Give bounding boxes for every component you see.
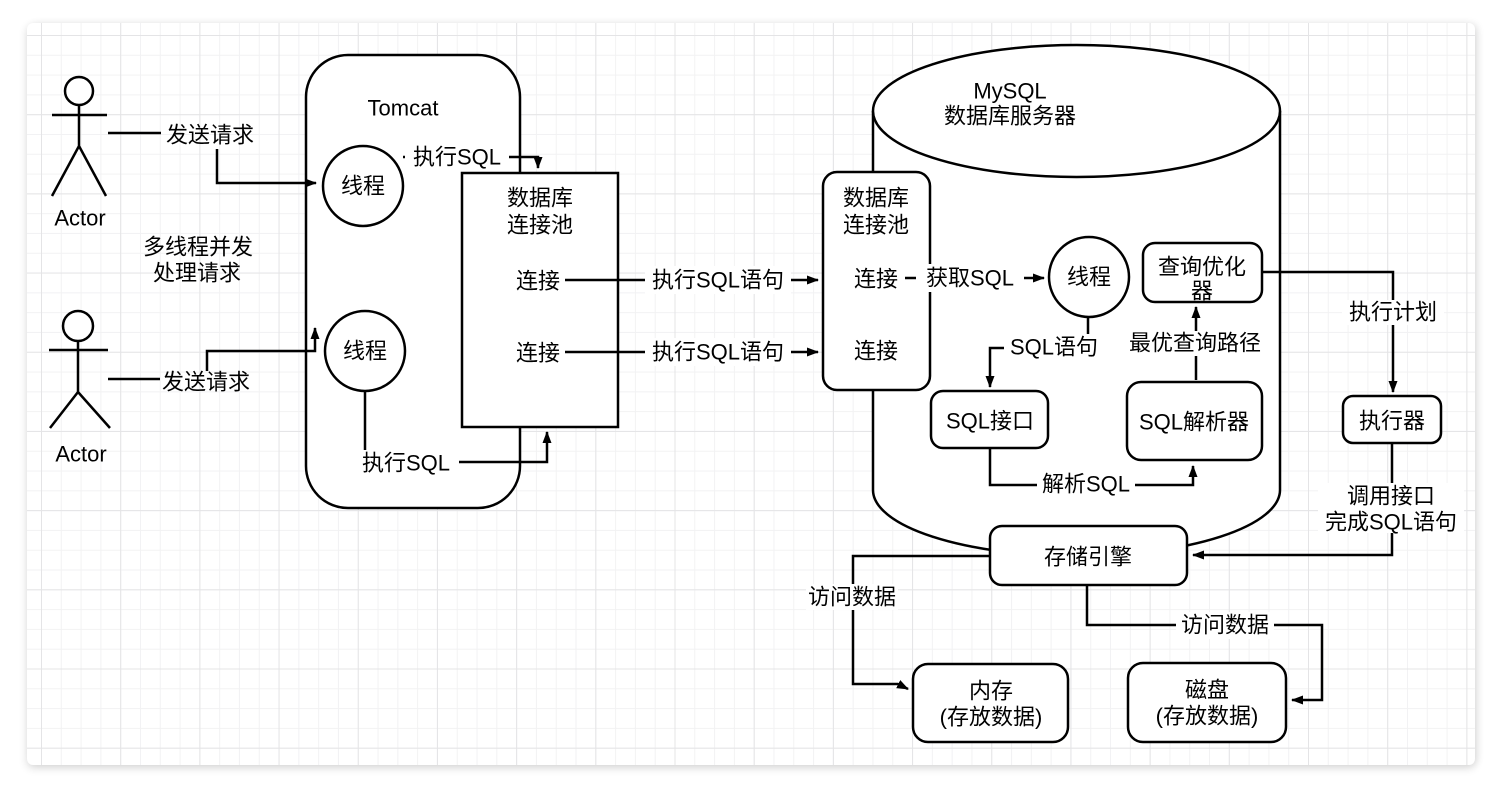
- query-optimizer-label-line2: 器: [1191, 279, 1213, 304]
- edge-label-backgrounds: [355, 144, 1464, 639]
- disk-label-line1: 磁盘: [1185, 678, 1229, 703]
- label-sql-stmt: SQL语句: [1010, 335, 1098, 360]
- pool-left-conn1-label: 连接: [516, 269, 560, 294]
- label-exec-sql-bottom: 执行SQL: [362, 451, 450, 476]
- actor-top-figure: [50, 75, 108, 197]
- edge-send-top-to-thread: [215, 149, 317, 188]
- query-optimizer-label-line1: 查询优化: [1158, 255, 1246, 280]
- sql-interface-label: SQL接口: [946, 409, 1034, 434]
- storage-engine-label: 存储引擎: [1044, 545, 1132, 570]
- mysql-title-line2: 数据库服务器: [944, 104, 1076, 129]
- label-exec-plan: 执行计划: [1349, 300, 1437, 325]
- label-send-request-top: 发送请求: [166, 123, 254, 148]
- pool-right-title-line1: 数据库: [843, 186, 909, 211]
- edge-labels: 发送请求 发送请求 多线程并发 处理请求 执行SQL 执行SQL 执行SQL语句…: [143, 123, 1457, 638]
- label-parse-sql: 解析SQL: [1042, 472, 1130, 497]
- label-get-sql: 获取SQL: [926, 266, 1014, 291]
- tomcat-thread-top-label: 线程: [341, 174, 385, 199]
- label-best-query-path: 最优查询路径: [1129, 331, 1261, 356]
- edge-send-bottom-to-thread: [205, 327, 320, 371]
- label-exec-sql-stmt-top: 执行SQL语句: [652, 268, 784, 293]
- pool-right-conn2-label: 连接: [854, 339, 898, 364]
- pool-right-title-line2: 连接池: [843, 213, 909, 238]
- actor-bottom-figure: [49, 309, 111, 429]
- memory-label-line2: (存放数据): [940, 705, 1043, 730]
- tomcat-thread-top-circle: [321, 144, 405, 228]
- sql-parser-label: SQL解析器: [1139, 410, 1249, 435]
- tomcat-thread-bottom-label: 线程: [343, 339, 387, 364]
- mysql-title-line1: MySQL: [973, 79, 1046, 104]
- pool-right-conn1-label: 连接: [854, 267, 898, 292]
- actor-bottom-label: Actor: [55, 442, 106, 467]
- edge-executor-to-engine: [1192, 443, 1394, 560]
- pool-left-conn2-label: 连接: [516, 341, 560, 366]
- memory-box: [911, 662, 1070, 744]
- edge-engine-to-disk: [1085, 585, 1324, 705]
- label-exec-sql-stmt-bottom: 执行SQL语句: [652, 340, 784, 365]
- tomcat-title: Tomcat: [368, 96, 439, 121]
- label-access-data-right: 访问数据: [1181, 613, 1269, 638]
- node-labels: Actor Actor Tomcat 线程 线程 数据库 连接池 连接 连接 M…: [54, 79, 1425, 730]
- label-call-interface-line2: 完成SQL语句: [1325, 510, 1457, 535]
- label-exec-sql-top: 执行SQL: [413, 145, 501, 170]
- sql-parser-box: [1125, 380, 1264, 462]
- disk-box: [1126, 661, 1288, 744]
- label-call-interface-line1: 调用接口: [1347, 484, 1435, 509]
- label-access-data-left: 访问数据: [808, 585, 896, 610]
- label-multithread-line1: 多线程并发: [143, 235, 253, 260]
- executor-label: 执行器: [1359, 409, 1425, 434]
- label-send-request-bottom: 发送请求: [162, 370, 250, 395]
- label-multithread-line2: 处理请求: [153, 261, 241, 286]
- pool-left-title-line2: 连接池: [507, 213, 573, 238]
- edge-optimizer-to-executor: [1262, 270, 1398, 393]
- disk-label-line2: (存放数据): [1156, 704, 1259, 729]
- db-pool-left-box: [460, 171, 620, 429]
- memory-label-line1: 内存: [969, 679, 1013, 704]
- mysql-thread-label: 线程: [1067, 265, 1111, 290]
- pool-left-title-line1: 数据库: [507, 186, 573, 211]
- edge-engine-to-memory: [851, 554, 990, 691]
- actor-top-label: Actor: [54, 206, 105, 231]
